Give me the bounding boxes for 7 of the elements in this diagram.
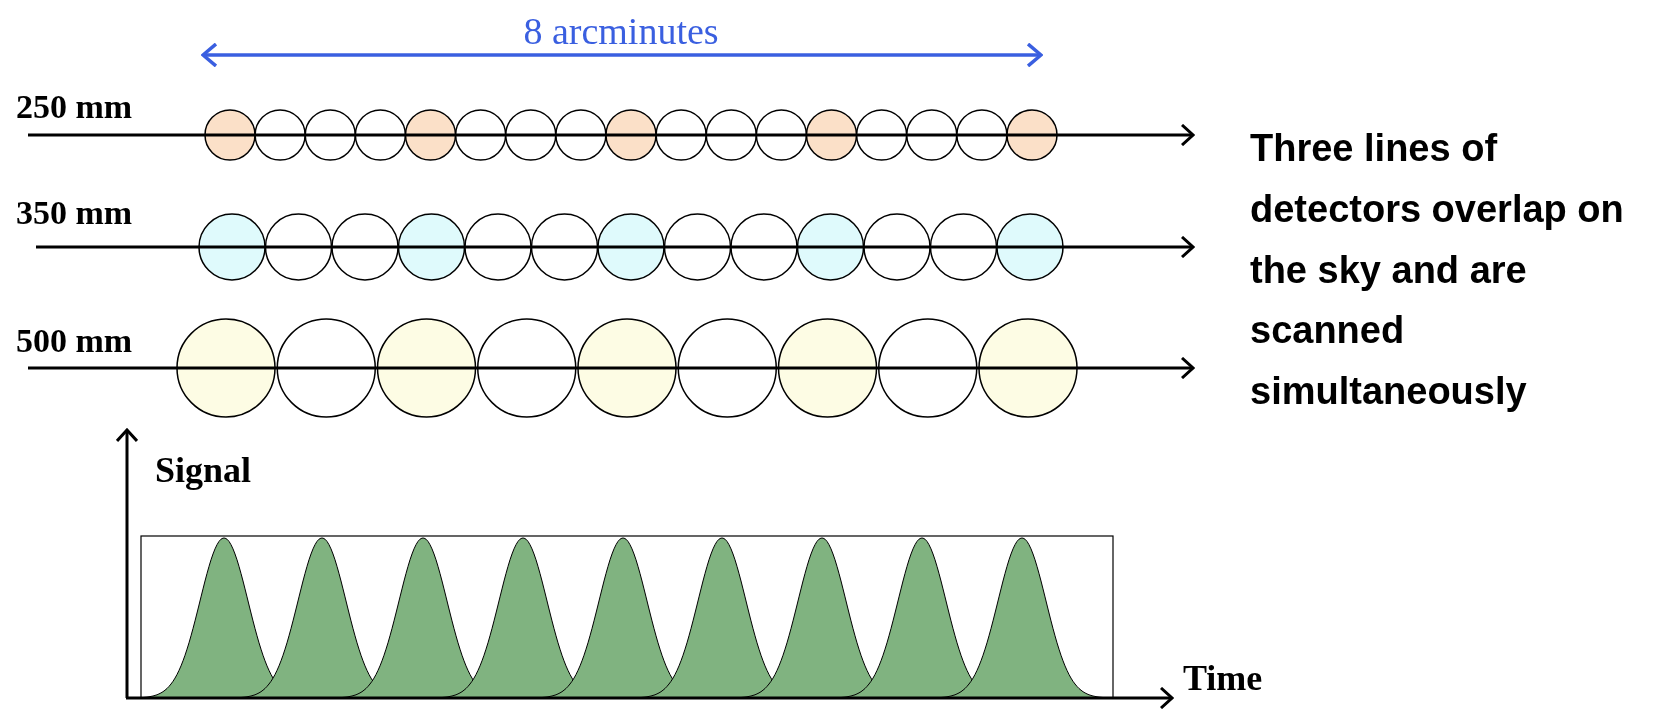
axis-label: Time — [1183, 660, 1263, 696]
description-text: Three lines of detectors overlap on the sky and are scanned simultaneously — [1250, 126, 1625, 415]
wavelength-label: 250 mm — [16, 90, 133, 124]
axis-label: Signal — [155, 452, 252, 488]
wavelength-label: 350 mm — [16, 196, 133, 230]
wavelength-label: 500 mm — [16, 324, 133, 358]
dimension-label: 8 arcminutes — [522, 12, 720, 50]
